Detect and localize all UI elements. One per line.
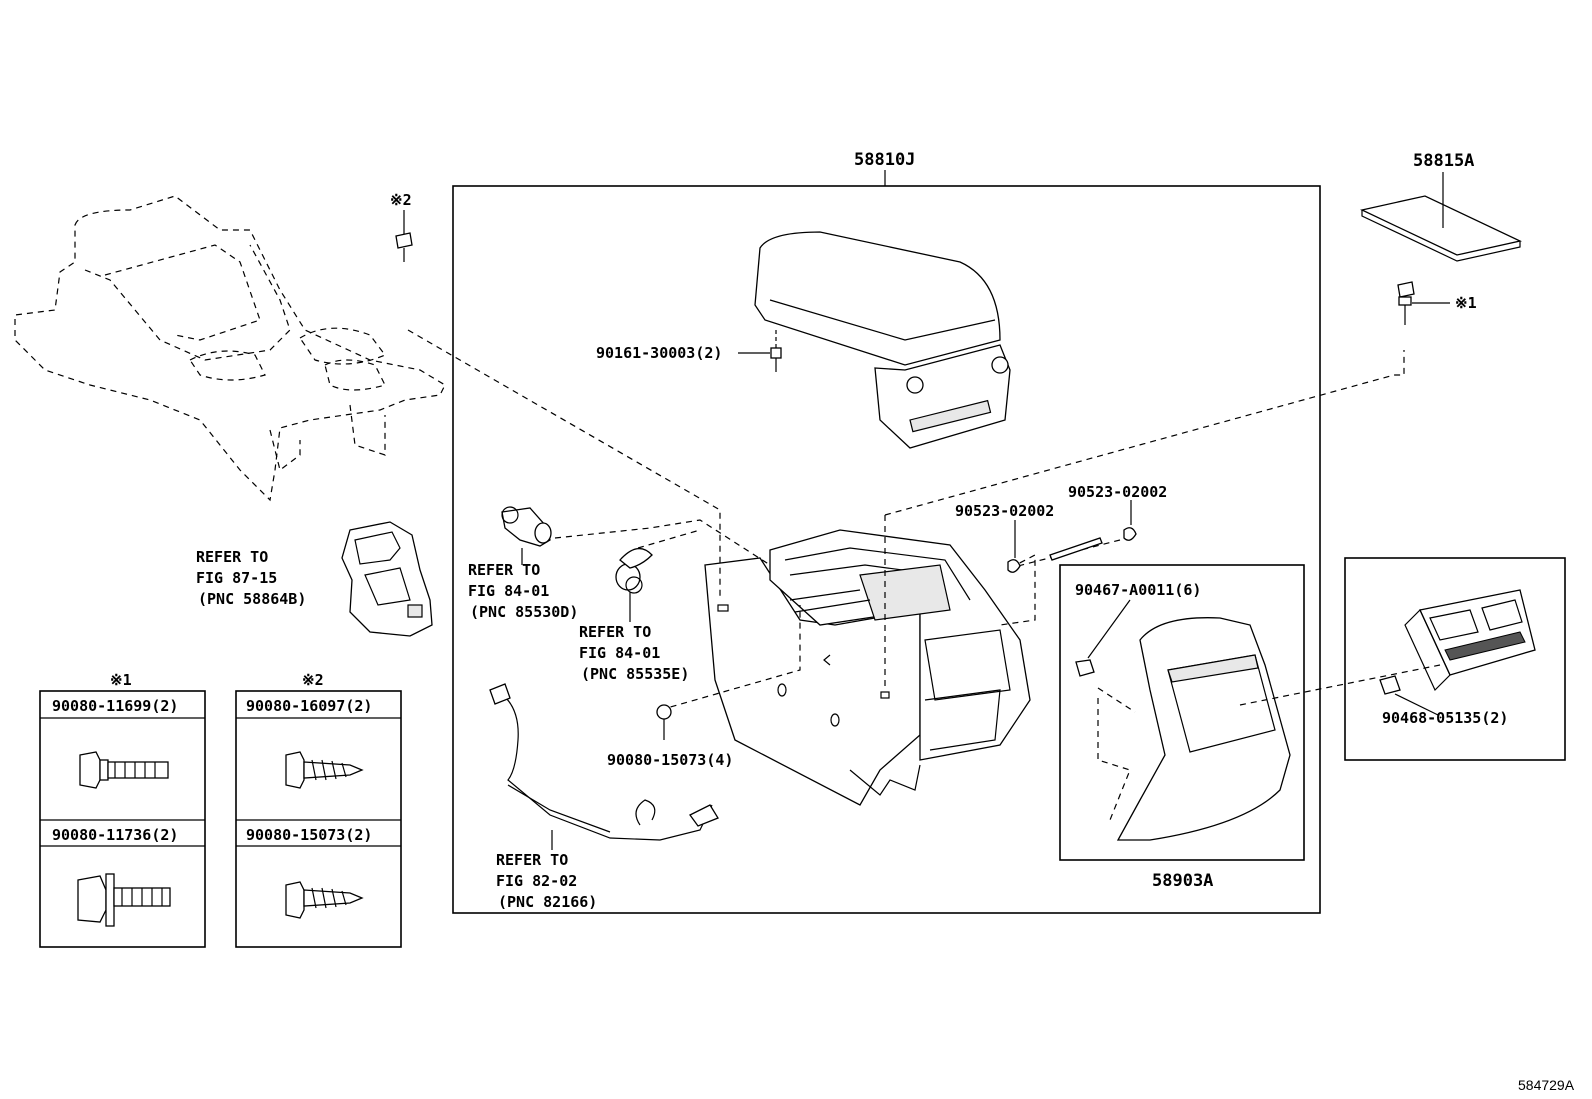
- power-outlet-85530D: [501, 506, 552, 547]
- svg-text:FIG 82-02: FIG 82-02: [496, 872, 577, 890]
- svg-text:FIG 87-15: FIG 87-15: [196, 569, 277, 587]
- tapping-screw-icon-1: [285, 751, 364, 789]
- clip-90468: [1379, 675, 1401, 695]
- screw-90080-15073: [656, 704, 672, 740]
- pin-and-clips-90523: [1007, 527, 1137, 573]
- legend-90080-11736[interactable]: 90080-11736(2): [52, 826, 178, 844]
- rear-vent-box: [1344, 557, 1566, 761]
- refer-fig-84-01-85530D[interactable]: REFER TO FIG 84-01 (PNC 85530D): [468, 561, 578, 621]
- label-90467-A0011[interactable]: 90467-A0011(6): [1075, 581, 1201, 599]
- refer-fig-82-02-82166[interactable]: REFER TO FIG 82-02 (PNC 82166): [496, 851, 597, 911]
- label-90468-05135[interactable]: 90468-05135(2): [1382, 709, 1508, 727]
- label-90161-30003[interactable]: 90161-30003(2): [596, 344, 722, 362]
- socket-85535E: [615, 548, 653, 594]
- svg-text:REFER TO: REFER TO: [579, 623, 651, 641]
- mark2-screw-note: ※2: [390, 191, 412, 209]
- assembly-box-58810J: [452, 185, 1321, 914]
- label-90523-02002-a[interactable]: 90523-02002: [955, 502, 1054, 520]
- label-58810J[interactable]: 58810J: [854, 150, 915, 170]
- svg-text:REFER TO: REFER TO: [196, 548, 268, 566]
- rear-panel-58903A: [1116, 617, 1291, 841]
- hex-bolt-icon: [77, 873, 171, 927]
- svg-text:(PNC 82166): (PNC 82166): [498, 893, 597, 911]
- legend-90080-15073[interactable]: 90080-15073(2): [246, 826, 372, 844]
- tapping-screw-icon-2: [285, 881, 364, 919]
- console-box-body: [704, 529, 1031, 806]
- legend-mark2: ※2: [302, 671, 324, 689]
- label-90080-15073-4[interactable]: 90080-15073(4): [607, 751, 733, 769]
- legend-90080-11699[interactable]: 90080-11699(2): [52, 697, 178, 715]
- label-58815A[interactable]: 58815A: [1413, 151, 1474, 171]
- wire-harness-82166: [489, 683, 719, 841]
- armrest-lid: [754, 231, 1011, 449]
- catalog-id: 584729A: [1518, 1077, 1575, 1093]
- bolt-mark1: [1397, 281, 1450, 325]
- label-58903A[interactable]: 58903A: [1152, 871, 1213, 891]
- refer-fig-84-01-85535E[interactable]: REFER TO FIG 84-01 (PNC 85535E): [579, 623, 689, 683]
- legend-90080-16097[interactable]: 90080-16097(2): [246, 697, 372, 715]
- svg-text:(PNC 85535E): (PNC 85535E): [581, 665, 689, 683]
- legend-mark1: ※1: [110, 671, 132, 689]
- svg-text:FIG 84-01: FIG 84-01: [579, 644, 660, 662]
- svg-text:(PNC 85530D): (PNC 85530D): [470, 603, 578, 621]
- svg-text:FIG 84-01: FIG 84-01: [468, 582, 549, 600]
- mark1-bolt-note: ※1: [1455, 294, 1477, 312]
- svg-text:REFER TO: REFER TO: [468, 561, 540, 579]
- tray-mat-58815A: [1360, 195, 1522, 262]
- svg-text:REFER TO: REFER TO: [496, 851, 568, 869]
- console-overview-sketch: [14, 195, 446, 502]
- legend-screw-table-mark2: ※2 90080-16097(2) 90080-15073(2): [235, 671, 402, 948]
- refer-fig-87-15-58864B[interactable]: REFER TO FIG 87-15 (PNC 58864B): [196, 548, 306, 608]
- clip-90467: [1075, 659, 1095, 677]
- screw-90161: [770, 330, 782, 372]
- flange-bolt-icon: [79, 751, 169, 789]
- svg-text:(PNC 58864B): (PNC 58864B): [198, 590, 306, 608]
- rear-air-vent: [1404, 589, 1536, 692]
- label-90523-02002-b[interactable]: 90523-02002: [1068, 483, 1167, 501]
- cup-holder-58864B: [341, 521, 433, 637]
- assembly-box-58903A: [1059, 564, 1305, 861]
- screw-mark2: [395, 210, 413, 262]
- legend-bolt-table-mark1: ※1 90080-11699(2) 90080-11736(2): [39, 671, 206, 948]
